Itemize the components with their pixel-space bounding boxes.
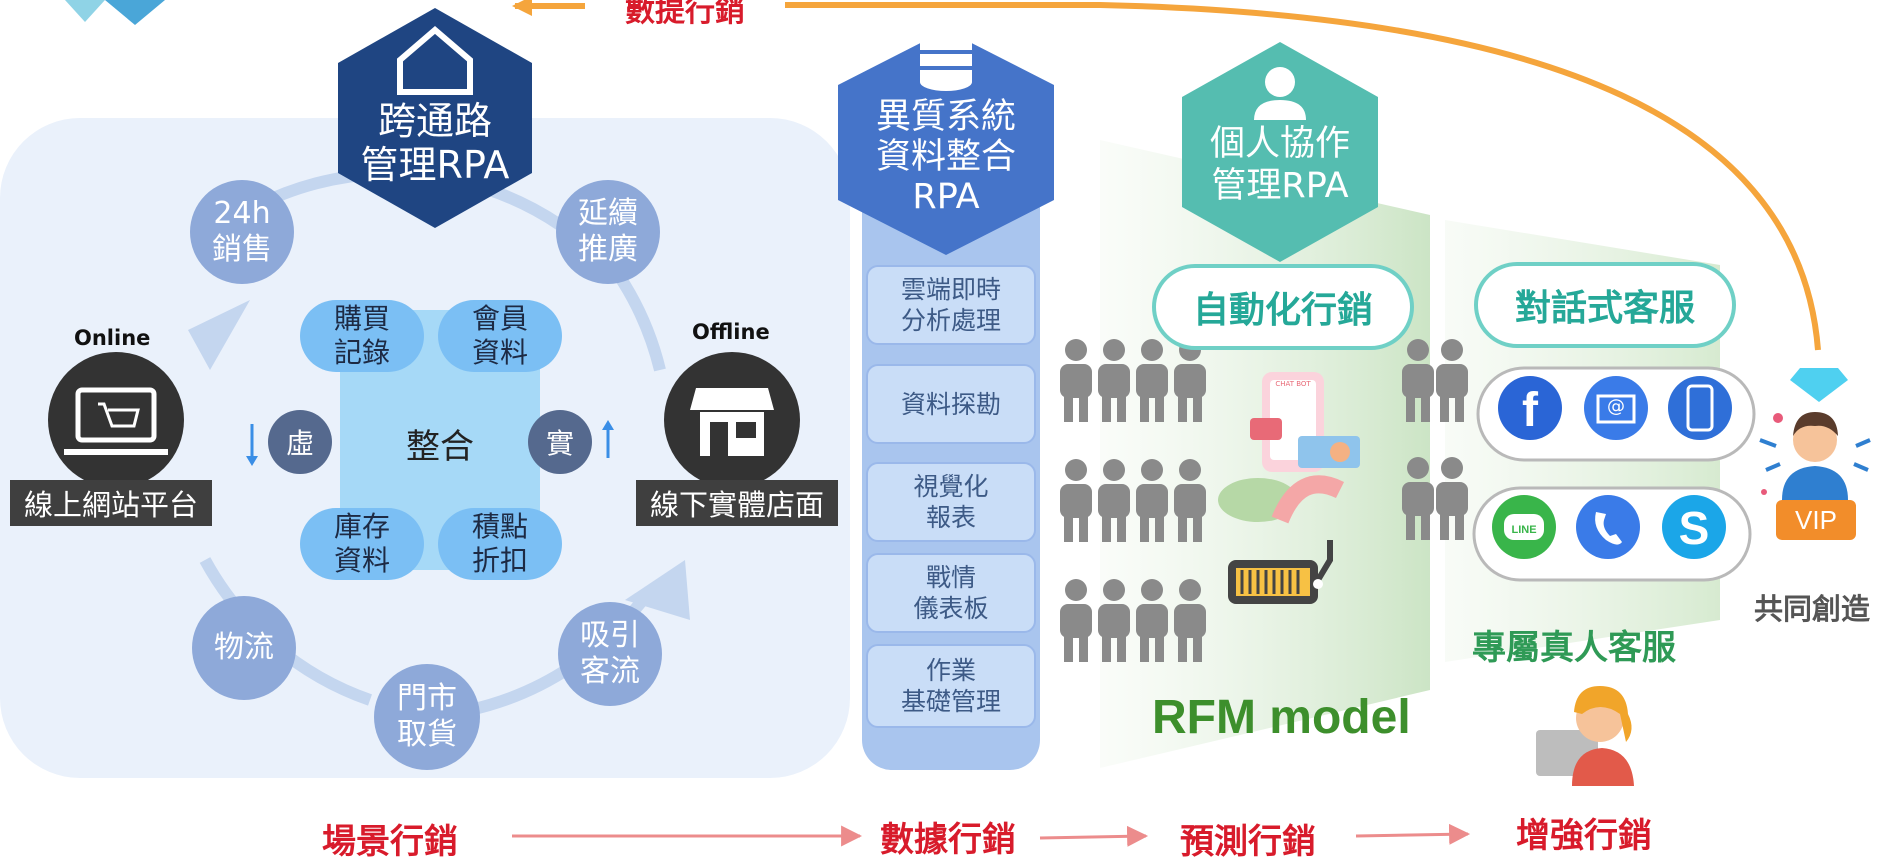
person-icon	[1174, 459, 1206, 542]
data-item-dashboard: 戰情 儀表板	[866, 553, 1036, 633]
email-icon	[1584, 376, 1648, 440]
person-icon	[1436, 457, 1468, 540]
offline-label: Offline	[692, 320, 770, 344]
cycle-24h-sales: 24h 銷售	[190, 180, 294, 284]
data-item-cloud: 雲端即時 分析處理	[866, 265, 1036, 345]
online-circle	[48, 352, 184, 488]
data-item-basic-mgmt: 作業 基礎管理	[866, 644, 1036, 728]
person-icon	[1098, 459, 1130, 542]
chatbot-illustration	[1218, 372, 1360, 524]
database-icon	[920, 26, 972, 91]
personal-collab-title: 個人協作 管理RPA	[1209, 124, 1350, 206]
inner-member-data: 會員 資料	[438, 300, 562, 372]
flow-scene-marketing: 場景行銷	[322, 822, 458, 862]
flow-data-marketing: 數據行銷	[880, 820, 1016, 860]
flow-arrow-2	[1039, 825, 1149, 847]
svg-text:S: S	[1679, 502, 1710, 554]
barcode-tag	[1228, 540, 1333, 604]
cycle-continue-promo: 延續 推廣	[556, 180, 660, 284]
person-icon	[1098, 579, 1130, 662]
svg-text:f: f	[1522, 384, 1539, 437]
data-item-mining: 資料探勘	[866, 364, 1036, 444]
conversational-service-pill: 對話式客服	[1474, 262, 1736, 348]
dedicated-service-label: 專屬真人客服	[1472, 628, 1676, 668]
flow-arrow-3	[1355, 823, 1471, 845]
person-icon	[1136, 459, 1168, 542]
cycle-attract-traffic: 吸引 客流	[558, 602, 662, 706]
facebook-icon	[1498, 376, 1562, 440]
data-integration-title: 異質系統 資料整合 RPA	[875, 97, 1016, 217]
automation-marketing-pill: 自動化行銷	[1152, 264, 1414, 350]
person-icon	[1402, 457, 1434, 540]
vip-figure	[1759, 368, 1871, 540]
cross-channel-hex	[338, 8, 532, 228]
person-icon	[1136, 579, 1168, 662]
inner-inventory-data: 庫存 資料	[300, 508, 424, 580]
skype-icon	[1662, 495, 1726, 559]
person-icon	[1060, 459, 1092, 542]
rfm-model-label: RFM model	[1152, 691, 1411, 744]
top-label: 數提行銷	[625, 0, 745, 29]
cycle-logistics: 物流	[192, 596, 296, 700]
virtual-badge: 虛	[268, 410, 332, 474]
phone-icon	[1576, 495, 1640, 559]
cycle-store-pickup: 門市 取貨	[374, 664, 480, 770]
flow-enhance-marketing: 增強行銷	[1516, 816, 1652, 856]
personal-hex	[1182, 42, 1378, 262]
data-item-visual: 視覺化 報表	[866, 462, 1036, 542]
co-create-label: 共同創造	[1754, 592, 1871, 626]
person-icon	[1402, 339, 1434, 422]
online-label: Online	[74, 326, 151, 350]
cross-channel-title: 跨通路 管理RPA	[360, 98, 510, 187]
person-icon	[1060, 339, 1092, 422]
person-icon	[1174, 579, 1206, 662]
mobile-icon	[1668, 376, 1732, 440]
person-icon	[1436, 339, 1468, 422]
offline-store-label: 線下實體店面	[636, 480, 839, 526]
person-icon	[1254, 67, 1306, 120]
flow-predict-marketing: 預測行銷	[1180, 822, 1316, 862]
online-store-label: 線上網站平台	[10, 480, 213, 526]
real-badge: 實	[528, 410, 592, 474]
feedback-arc	[785, 2, 1821, 351]
inner-purchase-record: 購買 記錄	[300, 300, 424, 372]
center-integration-label: 整合	[406, 426, 474, 467]
data-hex	[838, 30, 1054, 255]
person-icon	[1098, 339, 1130, 422]
chatbot-caption: CHAT BOT	[1275, 380, 1311, 388]
agent-figure	[1536, 686, 1634, 786]
vip-badge: VIP	[1795, 504, 1837, 535]
person-icon	[1136, 339, 1168, 422]
svg-text:@: @	[1607, 396, 1625, 417]
svg-text:LINE: LINE	[1511, 524, 1536, 536]
logo-mark	[65, 0, 165, 25]
center-hexagon	[340, 310, 540, 570]
inner-points-discount: 積點 折扣	[438, 508, 562, 580]
person-icon	[1060, 579, 1092, 662]
